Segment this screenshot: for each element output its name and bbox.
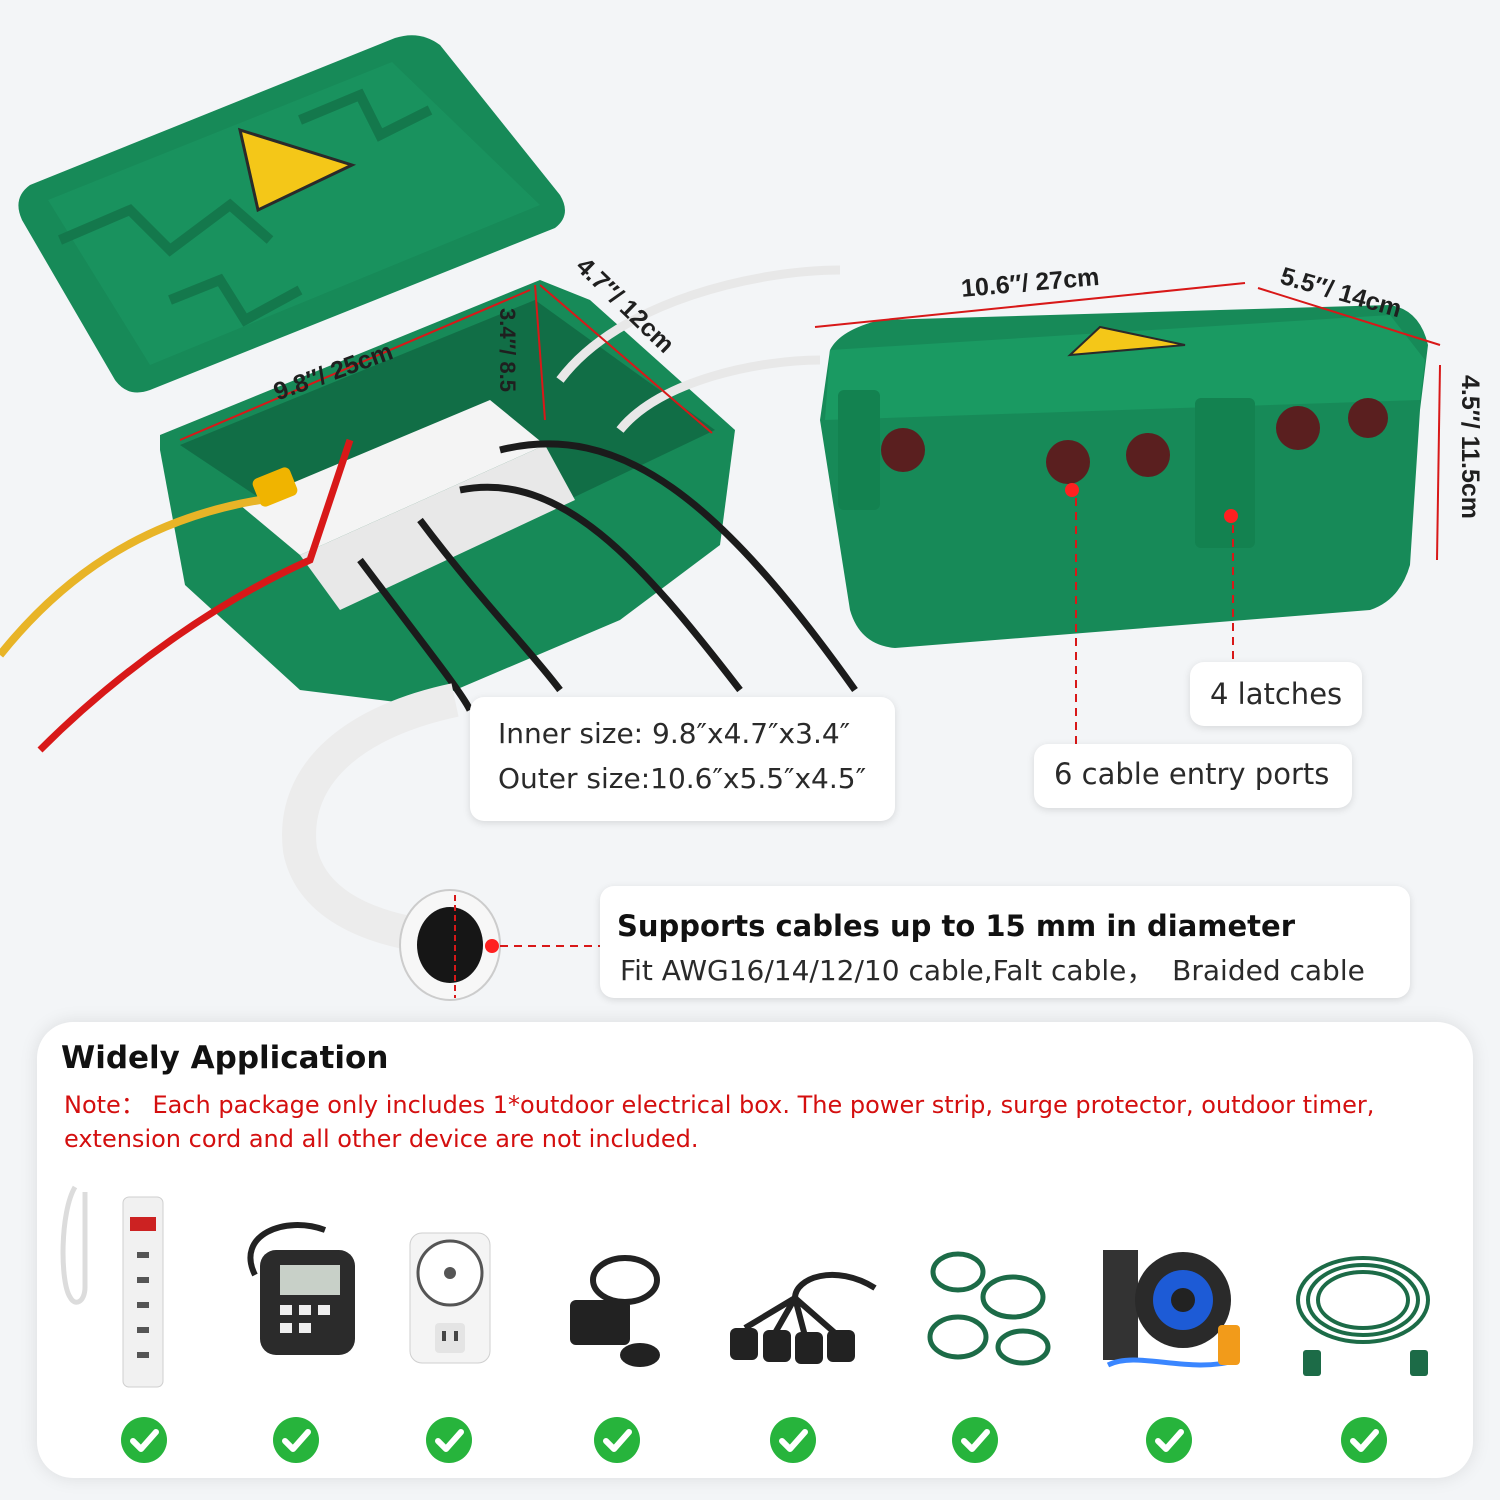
inner-height-label: 3.4″/ 8.5 [495,308,520,392]
check-icon [273,1417,319,1463]
cable-cross-section [282,683,600,1001]
closed-box-warning-icon [1067,325,1186,357]
application-title: Widely Application [61,1040,389,1076]
power-strip-image [60,1185,164,1388]
cable-support-detail: Fit AWG16/14/12/10 cable,Falt cable， Bra… [620,954,1365,987]
check-icon [594,1417,640,1463]
box-lid [18,35,565,393]
outer-height-label: 4.5″/ 11.5cm [1456,375,1484,520]
latches-callout: 4 latches [1190,662,1362,726]
check-icon [121,1417,167,1463]
inner-size-text: Inner size: 9.8″x4.7″x3.4″ [498,717,851,750]
check-icon [952,1417,998,1463]
cord-reel-image [1103,1250,1240,1368]
green-splitter-cords-image [927,1251,1051,1366]
ports-callout: 6 cable entry ports [1034,744,1352,808]
latch-center [1195,398,1255,548]
check-icon [426,1417,472,1463]
remote-outlet-image [570,1255,660,1367]
check-icon [1341,1417,1387,1463]
cable-support-box: Supports cables up to 15 mm in diameter … [600,886,1410,998]
digital-timer-image [247,1222,355,1355]
check-icon [770,1417,816,1463]
latches-text: 4 latches [1210,677,1343,711]
mechanical-timer-image [409,1232,491,1364]
splitter-cord-image [730,1271,877,1364]
open-box-illustration [0,35,1441,1001]
check-icon [1146,1417,1192,1463]
application-note: Note： Each package only includes 1*outdo… [64,1091,1375,1153]
outer-size-text: Outer size:10.6″x5.5″x4.5″ [498,762,867,795]
closed-box-illustration [820,305,1428,745]
green-extension-cord-image [1296,1256,1430,1376]
cable-support-title: Supports cables up to 15 mm in diameter [617,909,1296,943]
size-info-box: Inner size: 9.8″x4.7″x3.4″ Outer size:10… [470,697,895,821]
ports-text: 6 cable entry ports [1054,757,1330,791]
latch-left [838,390,880,510]
danger-warning-icon [237,127,357,213]
